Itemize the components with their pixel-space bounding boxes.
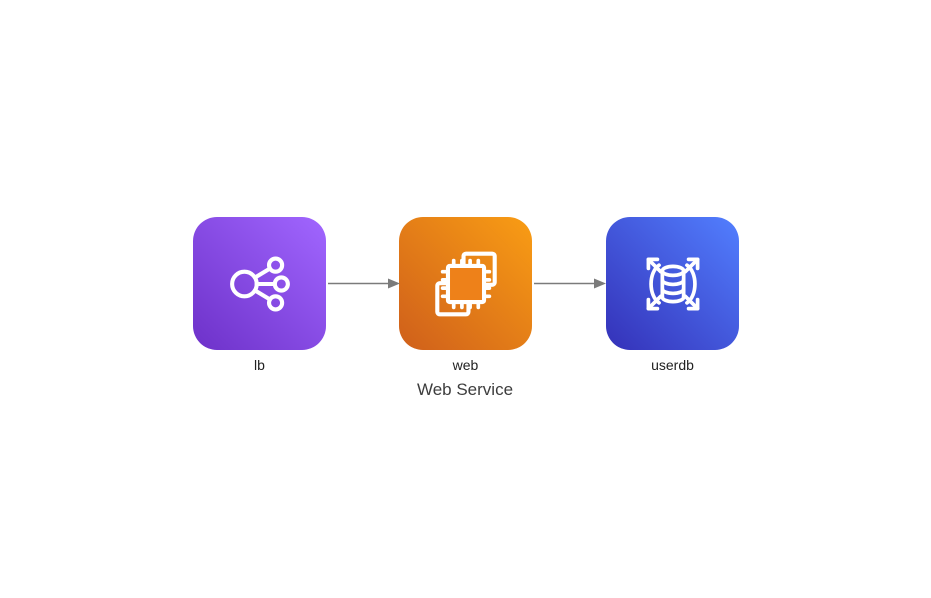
node-lb — [193, 217, 326, 350]
node-userdb — [606, 217, 739, 350]
database-scaling-icon — [646, 257, 699, 310]
edge-lb-to-web — [328, 278, 400, 289]
load-balancer-icon — [229, 256, 290, 311]
diagram-title: Web Service — [416, 380, 514, 399]
node-web — [399, 217, 532, 350]
edge-web-to-userdb — [534, 278, 606, 289]
compute-chip-icon — [434, 251, 497, 316]
node-label-lb: lb — [254, 357, 265, 373]
database-cylinder — [659, 264, 686, 303]
node-label-web: web — [452, 357, 479, 373]
node-label-userdb: userdb — [651, 357, 694, 373]
scaling-arrows — [646, 257, 699, 310]
